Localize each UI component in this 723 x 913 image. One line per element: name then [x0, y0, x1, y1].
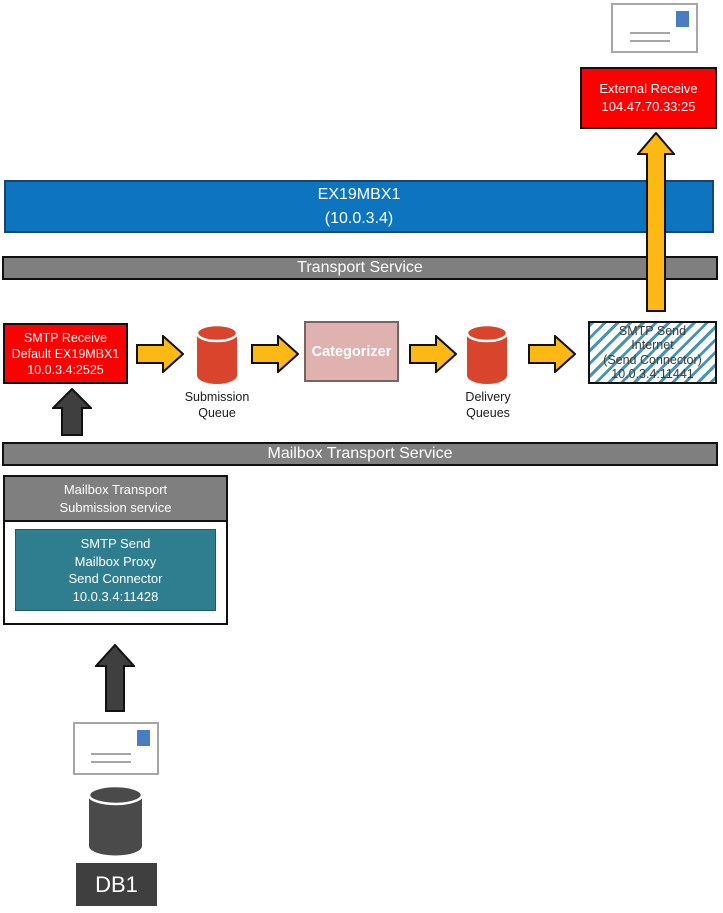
- categorizer-label: Categorizer: [311, 343, 392, 360]
- mailbox-message-envelope-icon: [73, 722, 159, 775]
- transport-service-label: Transport Service: [297, 259, 423, 276]
- mailbox-submission-service-node: Mailbox Transport Submission service SMT…: [3, 475, 228, 625]
- server-ip: (10.0.3.4): [324, 209, 394, 227]
- categorizer-node: Categorizer: [304, 321, 399, 382]
- smtp-send-internet-node: SMTP Send Internet (Send Connector) 10.0…: [588, 321, 717, 384]
- transport-service-banner: Transport Service: [2, 256, 718, 280]
- mailbox-submission-service-header: Mailbox Transport Submission service: [5, 477, 226, 522]
- smtp-receive-address: 10.0.3.4:2525: [27, 362, 104, 377]
- external-mail-envelope-icon: [611, 3, 698, 53]
- server-banner: EX19MBX1 (10.0.3.4): [4, 180, 714, 233]
- smtp-receive-node: SMTP Receive Default EX19MBX1 10.0.3.4:2…: [3, 323, 128, 384]
- envelope-stamp-icon: [137, 730, 150, 746]
- envelope-address-line: [630, 32, 670, 34]
- outbound-flow-arrow-icon: [637, 132, 675, 312]
- delivery-queues-label: Delivery Queues: [465, 390, 511, 420]
- envelope-stamp-icon: [676, 11, 689, 27]
- envelope-address-line: [91, 753, 131, 755]
- database-name-node: DB1: [76, 863, 157, 906]
- external-receive-node: External Receive 104.47.70.33:25: [580, 67, 717, 129]
- smtp-send-type: (Send Connector): [603, 352, 702, 367]
- submission-queue-label: Submission Queue: [184, 390, 250, 420]
- external-receive-label: External Receive: [599, 81, 698, 96]
- mailbox-database-icon: [87, 785, 144, 857]
- smtp-receive-connector: Default EX19MBX1: [11, 346, 120, 361]
- flow-arrow-icon: [528, 335, 576, 373]
- flow-arrow-icon: [409, 335, 457, 373]
- delivery-queues-icon: [465, 324, 509, 385]
- submission-to-receive-arrow-icon: [52, 388, 92, 436]
- smtp-send-mailbox-proxy-node: SMTP Send Mailbox Proxy Send Connector 1…: [15, 529, 216, 611]
- mailbox-transport-service-banner: Mailbox Transport Service: [2, 442, 718, 466]
- external-receive-address: 104.47.70.33:25: [601, 99, 696, 114]
- envelope-address-line: [630, 40, 670, 42]
- server-name: EX19MBX1: [317, 185, 401, 203]
- flow-arrow-icon: [136, 335, 184, 373]
- mailbox-transport-service-label: Mailbox Transport Service: [267, 445, 453, 462]
- database-name-label: DB1: [95, 871, 138, 897]
- smtp-send-address: 10.0.3.4:11441: [611, 367, 694, 381]
- submission-queue-icon: [195, 324, 239, 385]
- smtp-receive-label: SMTP Receive: [23, 330, 108, 345]
- smtp-send-target: Internet: [631, 338, 674, 352]
- envelope-address-line: [91, 761, 131, 763]
- flow-arrow-icon: [251, 335, 299, 373]
- mailbox-to-submission-arrow-icon: [95, 644, 135, 712]
- smtp-send-label: SMTP Send: [618, 323, 687, 338]
